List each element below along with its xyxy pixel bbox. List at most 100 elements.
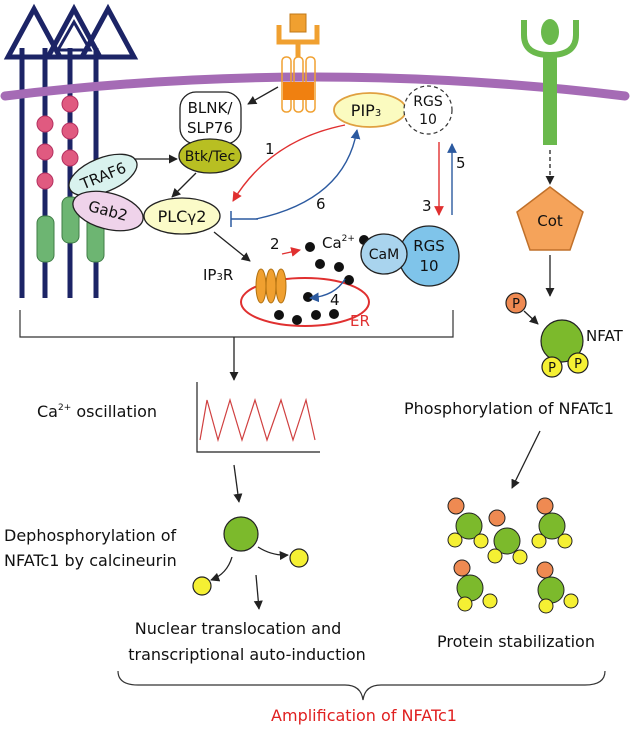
step-2-label: 2 (270, 235, 280, 253)
slp76-label: SLP76 (187, 119, 233, 137)
ip3r-channel (275, 268, 287, 304)
gab2: Gab2 (72, 190, 144, 232)
step-1-label: 1 (265, 140, 275, 158)
p-yellow-dot (557, 533, 573, 549)
curly-brace (117, 670, 606, 701)
oscillation-plot-axes (196, 382, 320, 453)
rgs10-bottom-line2: 10 (419, 257, 438, 275)
p-yellow-marker (541, 356, 563, 378)
stabilized-nfat-clusters: Protein stabilization (437, 497, 595, 651)
rgs10-membrane: RGS 10 (403, 85, 453, 135)
plc-gamma2: PLCγ2 (143, 197, 221, 235)
er-label: ER (350, 312, 370, 330)
calcium-ion (305, 242, 315, 252)
pip3-label: PIP3 (351, 101, 381, 120)
rgs10-cam-complex: RGS 10 CaM (360, 225, 460, 287)
btk-tec-node (178, 138, 242, 174)
step-5-label: 5 (456, 154, 466, 172)
calcium-oscillation-branch: Ca2+ oscillation Dephosphorylation of NF… (4, 310, 454, 664)
rgs10-node (398, 225, 460, 287)
plc-gamma2-label: PLCγ2 (158, 207, 207, 226)
nfat-dot (456, 574, 484, 602)
rgs10-bottom-line1: RGS (413, 237, 445, 255)
nuclear-translocation-line1: Nuclear translocation and (135, 619, 341, 638)
pip3-to-btk-arrow-step1 (232, 124, 346, 202)
nfat-cluster (487, 509, 528, 565)
itam-dot (61, 149, 79, 167)
p-yellow-label: P (548, 361, 556, 376)
step-4-label: 4 (330, 291, 340, 309)
rgs10-dashed-node (403, 85, 453, 135)
p-yellow-dot (473, 533, 489, 549)
receptor-triangle-left (3, 3, 65, 60)
er-calcium-ion (274, 310, 284, 320)
left-pathway-bracket (19, 310, 454, 338)
amplification-label: Amplification of NFATc1 (271, 706, 457, 725)
btk-tec-label: Btk/Tec (185, 149, 235, 165)
p-yellow-label: P (574, 357, 582, 372)
p-orange-marker (505, 292, 527, 314)
receptor-triangle-right (77, 3, 139, 60)
ca-release-arrow-step2 (281, 247, 301, 257)
dephosphorylation-line1: Dephosphorylation of (4, 526, 176, 545)
p-orange-dot (447, 497, 465, 515)
receptor-head (289, 13, 307, 33)
p-orange-label: P (512, 297, 520, 312)
dephosphorylation-line2: NFATc1 by calcineurin (4, 551, 177, 570)
p-yellow-dot (563, 593, 579, 609)
p-yellow-marker (567, 352, 589, 374)
nfat-cluster (531, 497, 573, 549)
rgs10-top-line2: 10 (419, 112, 437, 128)
cot-label: Cot (537, 212, 563, 230)
p-orange-dot (536, 561, 554, 579)
oscillation-to-dephos-arrow (233, 464, 243, 503)
step-6-label: 6 (316, 195, 326, 213)
p-orange-dot (488, 509, 506, 527)
itam-dots (36, 95, 79, 190)
receptor-stalk (543, 55, 557, 145)
p-yellow-dot (487, 548, 503, 564)
receptor-triangle-inner (55, 18, 93, 52)
itam-dot (36, 172, 54, 190)
step-3-label: 3 (422, 197, 432, 215)
nfat-node (540, 319, 584, 363)
nfat-dot (537, 576, 565, 604)
p-yellow-dot (482, 593, 498, 609)
p-yellow-dot (538, 598, 554, 614)
cytosolic-calcium: Ca2+ (305, 234, 369, 285)
p-yellow-dot (512, 549, 528, 565)
ip3r-label: IP3R (203, 266, 233, 284)
nfat-cluster (447, 497, 489, 549)
p-orange-dot (453, 559, 471, 577)
cot-pathway: Cot P NFAT P P Phosphorylation of NFATc1 (404, 150, 624, 489)
p-yellow-dot (531, 533, 547, 549)
calcium-ion (344, 275, 354, 285)
plc-to-pip3-arrow-step6 (255, 129, 361, 220)
calcium-ion (315, 259, 325, 269)
p-orange-dot (536, 497, 554, 515)
er-calcium-ion (292, 315, 302, 325)
amplification-brace: Amplification of NFATc1 (117, 670, 606, 725)
nuclear-translocation-line2: transcriptional auto-induction (128, 645, 366, 664)
ca-reuptake-arrow-step4 (309, 278, 346, 303)
translocation-arrow (253, 574, 263, 610)
nfat-dot (538, 512, 566, 540)
btk-to-plc-arrow (171, 172, 197, 198)
ip3r-channel (255, 268, 267, 304)
plc-to-ip3r-arrow (213, 231, 251, 262)
phosphorylation-to-stabilization-arrow (511, 430, 541, 489)
nfat-dot (455, 512, 483, 540)
ca2-label: Ca2+ (322, 234, 355, 252)
plc-gamma2-node (143, 197, 221, 235)
cot-pentagon (516, 186, 584, 251)
protein-stabilization-label: Protein stabilization (437, 632, 595, 651)
released-phosphate (289, 548, 309, 568)
nfat-dot (493, 527, 521, 555)
oscillation-trace (199, 397, 316, 443)
rgs10-top-line1: RGS (413, 94, 443, 110)
nfat-dephosphorylated (223, 516, 259, 552)
nfat-label: NFAT (586, 327, 624, 345)
nfat-cluster (453, 559, 498, 612)
